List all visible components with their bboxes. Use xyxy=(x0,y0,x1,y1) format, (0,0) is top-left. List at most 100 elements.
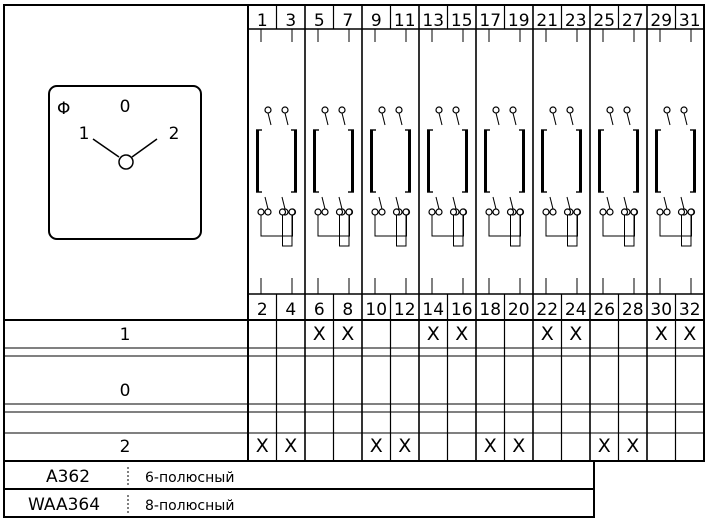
contact-terminal-icon xyxy=(264,208,272,216)
contact-terminal-icon xyxy=(680,106,688,114)
dial-position-1: 1 xyxy=(79,124,90,144)
contact-bridge xyxy=(579,130,582,192)
contact-arm xyxy=(606,196,611,210)
terminal-label-bottom: 24 xyxy=(565,300,587,320)
dial-position-0: 0 xyxy=(120,97,131,117)
terminal-label-bottom: 30 xyxy=(650,300,672,320)
model-description: 8-полюсный xyxy=(145,498,234,514)
contact-terminal-icon xyxy=(656,208,664,216)
switch-mark: X xyxy=(284,435,297,457)
contact-bridge xyxy=(351,130,354,192)
contact-terminal-icon xyxy=(459,208,467,216)
terminal-label-bottom: 16 xyxy=(451,300,473,320)
contact-terminal-icon xyxy=(620,208,629,216)
contact-arm xyxy=(435,196,440,210)
contact-arm xyxy=(455,112,460,126)
jumper-wire xyxy=(567,215,578,247)
diagram-frame xyxy=(3,4,705,462)
contact-terminal-icon xyxy=(278,208,287,216)
contact-terminal-icon xyxy=(281,106,289,114)
contact-terminal-icon xyxy=(606,208,614,216)
contact-pair xyxy=(541,29,582,294)
terminal-label-top: 29 xyxy=(650,11,672,31)
switch-mark: X xyxy=(484,435,497,457)
contact-terminal-icon xyxy=(566,106,574,114)
terminal-label-bottom: 18 xyxy=(479,300,501,320)
contact-terminal-icon xyxy=(492,106,500,114)
contact-pair xyxy=(484,29,525,294)
contact-arm xyxy=(663,196,668,210)
contact-bridge xyxy=(598,130,601,192)
terminal-label-bottom: 26 xyxy=(593,300,615,320)
contact-bridge xyxy=(693,130,696,192)
contact-arm xyxy=(395,196,400,210)
contact-arm xyxy=(284,112,289,126)
contact-terminal-icon xyxy=(435,208,443,216)
switch-mark: X xyxy=(541,323,554,345)
contact-arm xyxy=(381,112,386,126)
jumper-wire xyxy=(396,215,407,247)
contact-terminal-icon xyxy=(485,208,493,216)
contact-arm xyxy=(341,112,346,126)
terminal-label-top: 1 xyxy=(257,11,268,31)
contact-terminal-icon xyxy=(449,208,458,216)
terminal-label-bottom: 12 xyxy=(394,300,416,320)
contact-terminal-icon xyxy=(345,208,353,216)
contact-terminal-icon xyxy=(663,106,671,114)
terminal-label-top: 25 xyxy=(593,11,615,31)
contact-arm xyxy=(378,196,383,210)
contact-terminal-icon xyxy=(549,208,557,216)
contact-terminal-icon xyxy=(677,208,686,216)
contact-bridge xyxy=(636,130,639,192)
contact-terminal-icon xyxy=(623,106,631,114)
jumper-wire xyxy=(659,215,692,237)
switch-mark: X xyxy=(256,435,269,457)
contact-bridge xyxy=(484,130,487,192)
jumper-wire xyxy=(374,215,407,237)
model-code: WAA364 xyxy=(28,495,100,515)
contact-terminal-icon xyxy=(516,208,524,216)
terminal-label-top: 31 xyxy=(679,11,701,31)
contact-arm xyxy=(680,196,685,210)
contact-bridge xyxy=(370,130,373,192)
jumper-wire xyxy=(602,215,635,237)
contact-terminal-icon xyxy=(599,208,607,216)
contact-terminal-icon xyxy=(630,208,638,216)
dial-symbol: Φ 0 1 2 xyxy=(48,85,202,240)
contact-bridge xyxy=(313,130,316,192)
contact-arm xyxy=(566,196,571,210)
contact-arm xyxy=(683,112,688,126)
contact-arm xyxy=(509,196,514,210)
contact-terminal-icon xyxy=(435,106,443,114)
jumper-wire xyxy=(339,215,350,247)
contact-terminal-icon xyxy=(452,106,460,114)
jumper-wire xyxy=(510,215,521,247)
switch-mark: X xyxy=(569,323,582,345)
contact-arm xyxy=(281,196,286,210)
contact-arm xyxy=(452,196,457,210)
model-legend: A362 6-полюсный WAA364 8-полюсный xyxy=(28,467,234,515)
contact-terminal-icon xyxy=(288,208,296,216)
contact-bridge xyxy=(655,130,658,192)
contact-arm xyxy=(623,196,628,210)
contact-arm xyxy=(552,112,557,126)
jumper-wire xyxy=(624,215,635,247)
position-row-label: 2 xyxy=(120,437,131,457)
contact-terminal-icon xyxy=(338,106,346,114)
contact-pair xyxy=(598,29,639,294)
terminal-label-top: 15 xyxy=(451,11,473,31)
contact-terminal-icon xyxy=(378,208,386,216)
jumper-wire xyxy=(545,215,578,237)
terminal-label-top: 5 xyxy=(314,11,325,31)
switch-mark: X xyxy=(341,323,354,345)
contact-terminal-icon xyxy=(492,208,500,216)
contact-bridge xyxy=(465,130,468,192)
jumper-wire xyxy=(431,215,464,237)
terminal-label-top: 17 xyxy=(479,11,501,31)
contact-bridge xyxy=(294,130,297,192)
contact-arm xyxy=(324,112,329,126)
contact-terminal-icon xyxy=(549,106,557,114)
terminal-label-bottom: 32 xyxy=(679,300,701,320)
